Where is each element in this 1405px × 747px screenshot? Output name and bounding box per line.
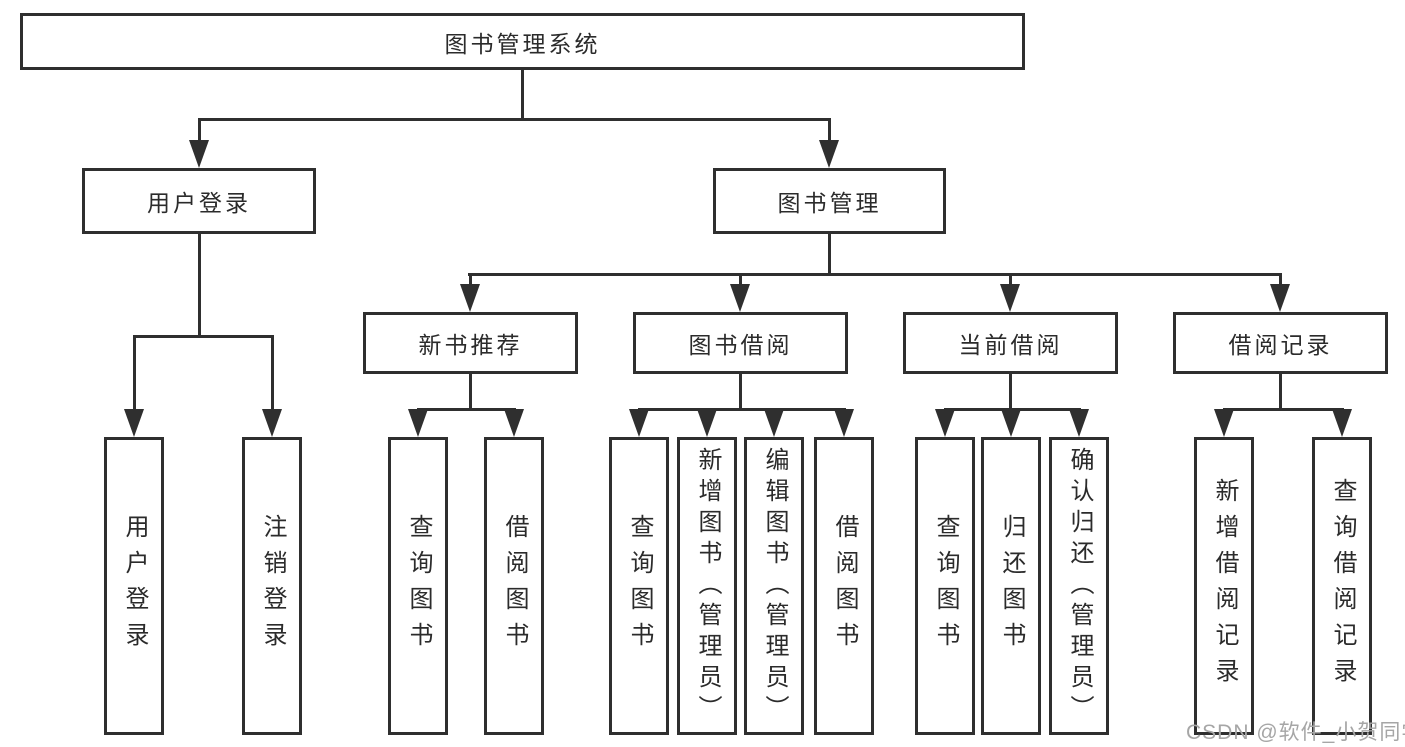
connector-current-borrowing-stem: [1009, 373, 1012, 410]
arrowhead-to-current-borrowing: [1000, 284, 1020, 312]
arrowhead-to-leaf-query-recommend: [408, 409, 428, 437]
leaf-user-login: 用户登录: [104, 437, 164, 735]
arrowhead-to-leaf-query-current: [935, 409, 955, 437]
connector-user-login-branch: [133, 335, 274, 338]
leaf-add-borrow-record: 新增借阅记录: [1194, 437, 1254, 735]
connector-borrowing-records-stem: [1279, 373, 1282, 410]
arrowhead-to-book-management: [819, 140, 839, 168]
connector-stub-leaf-user-login: [133, 335, 136, 413]
leaf-query-borrow-record: 查询借阅记录: [1312, 437, 1372, 735]
connector-new-book-stem: [469, 373, 472, 410]
node-user-login: 用户登录: [82, 168, 316, 234]
node-new-book-recommendation: 新书推荐: [363, 312, 578, 374]
arrowhead-to-leaf-query-record: [1332, 409, 1352, 437]
connector-book-management-stem: [828, 233, 831, 275]
leaf-borrow-books-borrowing: 借阅图书: [814, 437, 874, 735]
connector-new-book-branch: [417, 408, 516, 411]
connector-stub-book-management: [828, 118, 831, 144]
connector-stub-current-borrowing: [1009, 273, 1012, 289]
arrowhead-to-leaf-borrow-borrowing: [834, 409, 854, 437]
connector-book-borrowing-stem: [739, 373, 742, 410]
leaf-confirm-return-admin: 确认归还（管理员）: [1049, 437, 1109, 735]
leaf-add-books-admin: 新增图书（管理员）: [677, 437, 737, 735]
connector-borrowing-records-branch: [1223, 408, 1344, 411]
connector-level1-branch: [198, 118, 830, 121]
node-current-borrowing: 当前借阅: [903, 312, 1118, 374]
leaf-borrow-books-recommend: 借阅图书: [484, 437, 544, 735]
node-book-management: 图书管理: [713, 168, 946, 234]
arrowhead-to-leaf-add-record: [1214, 409, 1234, 437]
arrowhead-to-leaf-user-login: [124, 409, 144, 437]
connector-stub-borrowing-records: [1279, 273, 1282, 289]
watermark-csdn: CSDN @软件_小贺同学: [1186, 721, 1405, 744]
connector-root-stem: [521, 69, 524, 120]
arrowhead-to-leaf-query-borrowing: [629, 409, 649, 437]
connector-book-management-branch: [468, 273, 1282, 276]
arrowhead-to-book-borrowing: [730, 284, 750, 312]
leaf-query-books-current: 查询图书: [915, 437, 975, 735]
leaf-return-books: 归还图书: [981, 437, 1041, 735]
connector-user-login-stem: [198, 233, 201, 337]
arrowhead-to-leaf-edit-books: [764, 409, 784, 437]
arrowhead-to-new-book: [460, 284, 480, 312]
connector-stub-leaf-logout: [271, 335, 274, 413]
leaf-query-books-borrowing: 查询图书: [609, 437, 669, 735]
leaf-query-books-recommend: 查询图书: [388, 437, 448, 735]
arrowhead-to-leaf-add-books: [697, 409, 717, 437]
arrowhead-to-borrowing-records: [1270, 284, 1290, 312]
arrowhead-to-leaf-confirm-return: [1069, 409, 1089, 437]
node-library-management-system: 图书管理系统: [20, 13, 1025, 70]
arrowhead-to-leaf-logout: [262, 409, 282, 437]
arrowhead-to-leaf-return-books: [1001, 409, 1021, 437]
node-borrowing-records: 借阅记录: [1173, 312, 1388, 374]
connector-stub-user-login: [198, 118, 201, 144]
leaf-edit-books-admin: 编辑图书（管理员）: [744, 437, 804, 735]
connector-book-borrowing-branch: [638, 408, 846, 411]
connector-stub-new-book: [469, 273, 472, 289]
arrowhead-to-user-login: [189, 140, 209, 168]
arrowhead-to-leaf-borrow-recommend: [504, 409, 524, 437]
node-book-borrowing: 图书借阅: [633, 312, 848, 374]
connector-stub-book-borrowing: [739, 273, 742, 289]
leaf-logout-login: 注销登录: [242, 437, 302, 735]
